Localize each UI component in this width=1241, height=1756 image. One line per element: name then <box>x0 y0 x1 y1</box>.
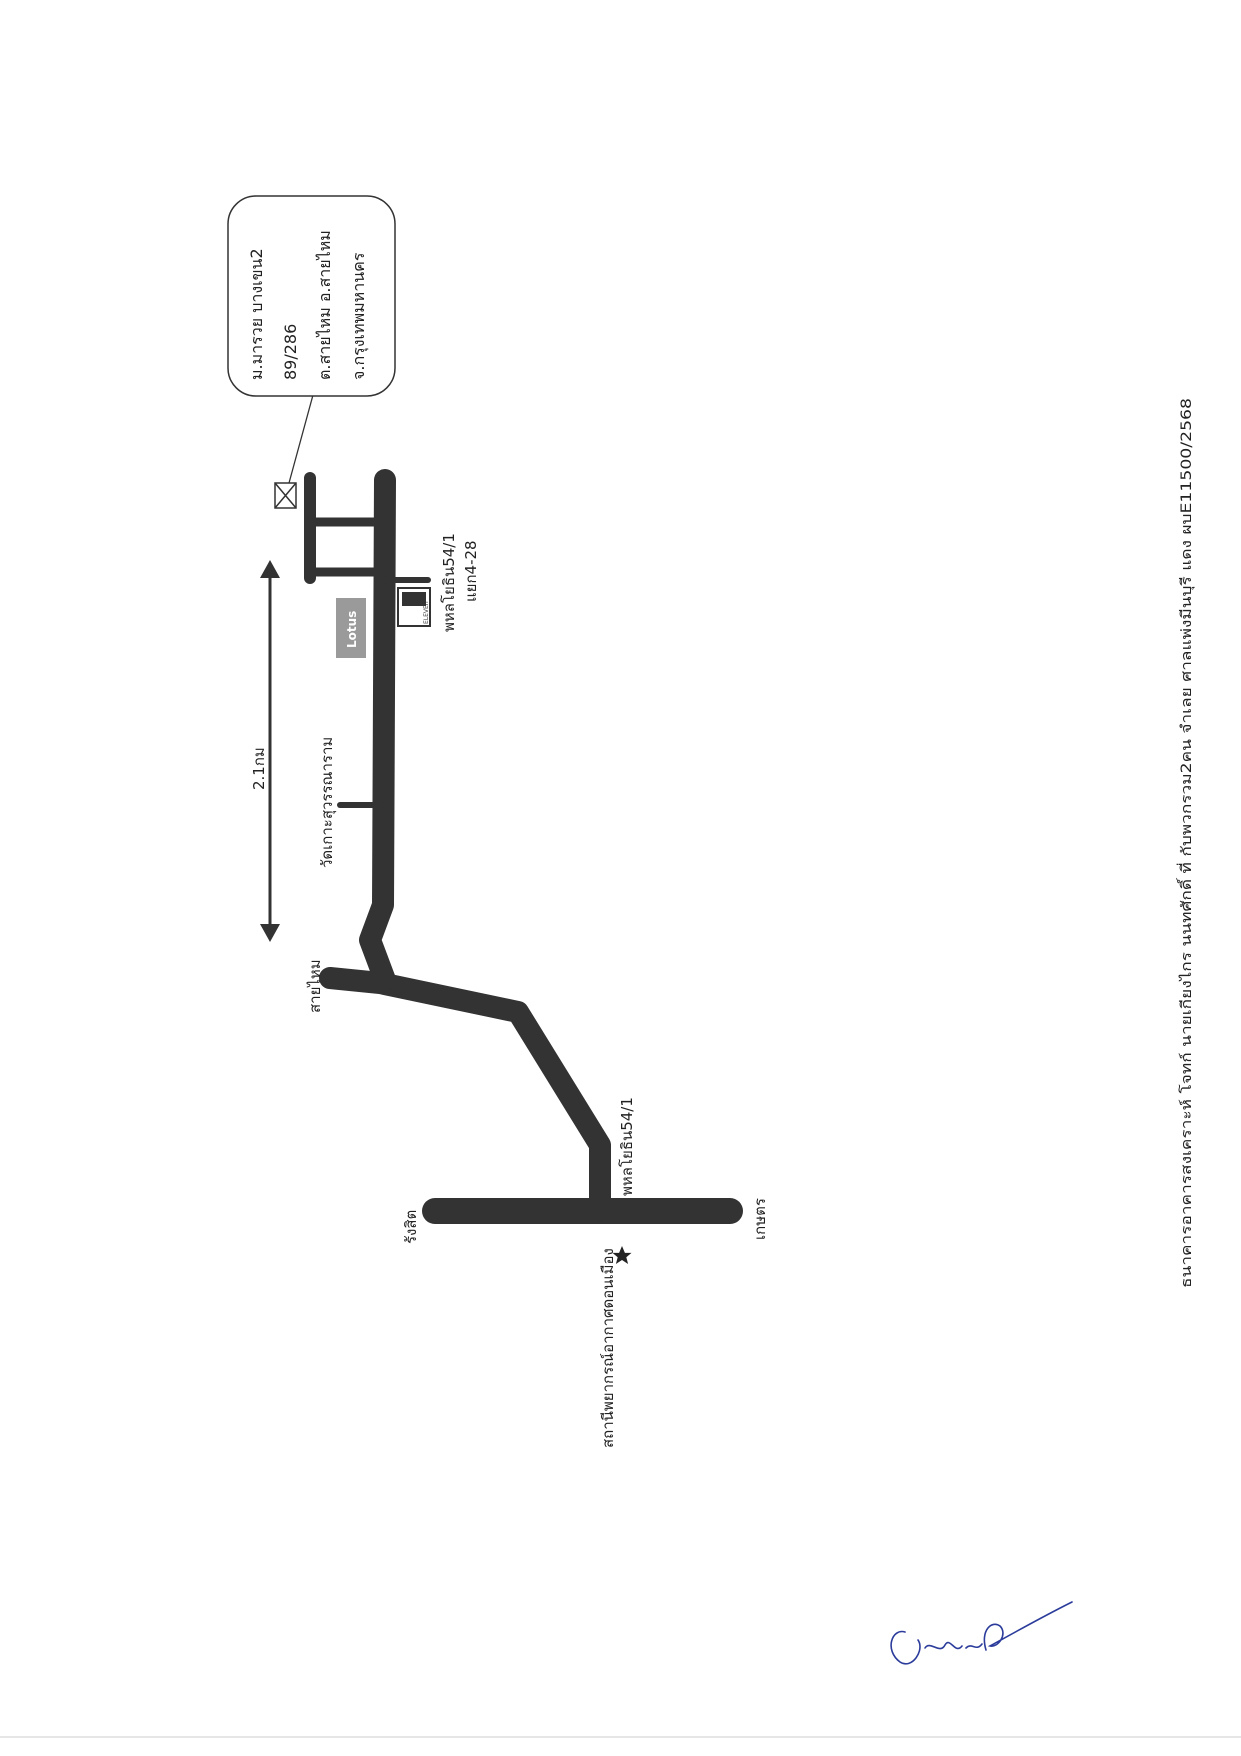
saimai-label: สายไหม <box>306 959 324 1013</box>
distance-label: 2.1กม <box>250 747 268 790</box>
weather-station-label: สถานีพยากรณ์อากาศดอนเมือง <box>599 1248 617 1448</box>
address-line-3: ต.สายไหม อ.สายไหม <box>315 230 334 380</box>
seven-eleven-icon <box>397 587 431 627</box>
address-line-1: ม.มารวย บางเขน2 <box>247 248 266 380</box>
house-marker-icon <box>274 482 297 509</box>
phahon-main-label: พหลโยธิน54/1 <box>618 1097 636 1196</box>
double-arrow-icon <box>260 560 280 942</box>
address-line-4: จ.กรุงเทพมหานคร <box>349 252 369 380</box>
address-box <box>227 195 396 397</box>
seven-eleven-label: 7 <box>409 613 424 622</box>
footer-note: ธนาคารอาคารสงเคราะห์ โจทก์ นายเกียงไกร น… <box>1176 398 1195 1288</box>
phahon-soi-label: พหลโยธิน54/1 <box>440 533 458 632</box>
lotus-store <box>336 598 366 658</box>
address-line-2: 89/286 <box>281 324 300 380</box>
road-to-saimai <box>319 967 611 1222</box>
lotus-label: Lotus <box>345 611 359 648</box>
callout-pointer <box>288 394 314 484</box>
star-icon <box>612 1246 632 1264</box>
wat-label: วัดเกาะสุวรรณาราม <box>318 737 337 868</box>
kaset-label: เกษตร <box>751 1198 769 1240</box>
road-to-destination <box>359 469 396 991</box>
rangsit-label: รังสิต <box>402 1210 420 1244</box>
signature <box>890 1601 1073 1665</box>
soi-branch-label: แยก4-28 <box>462 540 480 602</box>
seven-eleven-sub-label: ELEVEn <box>423 601 430 624</box>
